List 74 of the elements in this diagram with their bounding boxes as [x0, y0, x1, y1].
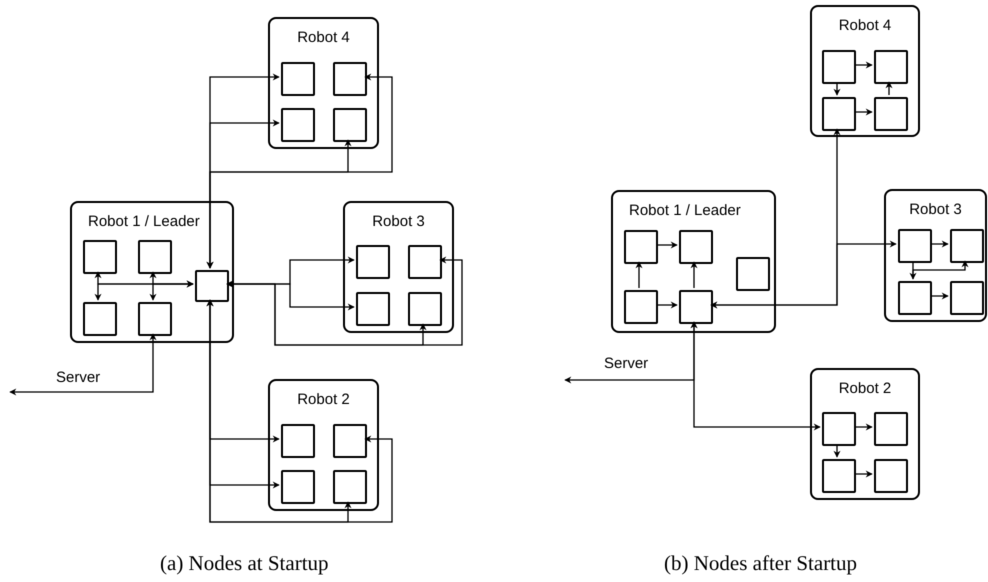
connector-arrow [636, 261, 642, 288]
connector-arrow [710, 240, 897, 308]
panel-title: Robot 2 [838, 379, 892, 399]
robot-panel [268, 17, 379, 149]
connector-arrow [9, 333, 156, 396]
robot-panel [70, 201, 234, 343]
panel-title: Robot 4 [296, 28, 351, 48]
connector-arrow [834, 444, 840, 458]
connector-arrow [656, 242, 678, 248]
node-box [822, 50, 856, 84]
robot-panel [810, 5, 920, 137]
connector-arrow [690, 261, 698, 288]
node-box [950, 281, 984, 315]
connector-arrow [912, 260, 968, 279]
node-box [950, 229, 984, 263]
node-box [195, 270, 229, 302]
node-box [281, 62, 315, 96]
connector-arrow [150, 280, 194, 301]
panel-title: Robot 3 [371, 212, 426, 232]
node-box [408, 292, 442, 326]
node-box [624, 230, 658, 264]
node-box [138, 240, 172, 274]
node-box [333, 62, 367, 96]
connector-arrow [854, 470, 873, 478]
robot-panel [611, 190, 776, 333]
node-box [874, 412, 908, 446]
robot-panel [810, 368, 920, 500]
panel-title: Robot 4 [838, 16, 892, 36]
subfigure-caption: (b) Nodes after Startup [664, 550, 858, 577]
connector-arrow [656, 302, 678, 308]
connector-arrow [834, 82, 840, 96]
node-box [679, 290, 713, 324]
node-box [281, 424, 315, 458]
node-box [281, 108, 315, 142]
node-box [898, 229, 932, 263]
connector-arrow [564, 321, 698, 384]
connector-arrow [226, 256, 463, 346]
node-box [679, 230, 713, 264]
node-box [356, 245, 390, 279]
node-box [822, 412, 856, 446]
node-box [736, 257, 770, 291]
panel-title: Robot 1 / Leader [629, 201, 741, 221]
node-box [874, 97, 908, 131]
connector-arrow [854, 62, 873, 68]
node-box [874, 459, 908, 493]
robot-panel [343, 201, 454, 333]
node-box [333, 424, 367, 458]
connector-arrow [206, 299, 393, 523]
node-box [333, 108, 367, 142]
node-box [822, 97, 856, 131]
connector-arrow [854, 108, 873, 116]
node-box [356, 292, 390, 326]
node-box [281, 470, 315, 504]
node-box [822, 459, 856, 493]
subfigure-caption: (a) Nodes at Startup [160, 550, 329, 577]
panel-title: Robot 1 / Leader [88, 212, 200, 232]
connector-arrow [886, 81, 892, 95]
node-box [138, 302, 172, 336]
node-box [624, 290, 658, 324]
node-box [83, 240, 117, 274]
panel-title: Robot 2 [296, 390, 351, 410]
connector-arrow [910, 261, 916, 280]
node-box [333, 470, 367, 504]
node-box [408, 245, 442, 279]
node-box [83, 302, 117, 336]
robot-panel [884, 189, 987, 322]
connector-arrow [206, 74, 393, 269]
panel-title: Robot 3 [908, 200, 963, 220]
connector-arrow [854, 424, 873, 430]
connector-arrow [930, 292, 949, 300]
connector-arrow [930, 240, 949, 248]
robot-panel [268, 379, 379, 511]
node-box [898, 281, 932, 315]
node-box [874, 50, 908, 84]
